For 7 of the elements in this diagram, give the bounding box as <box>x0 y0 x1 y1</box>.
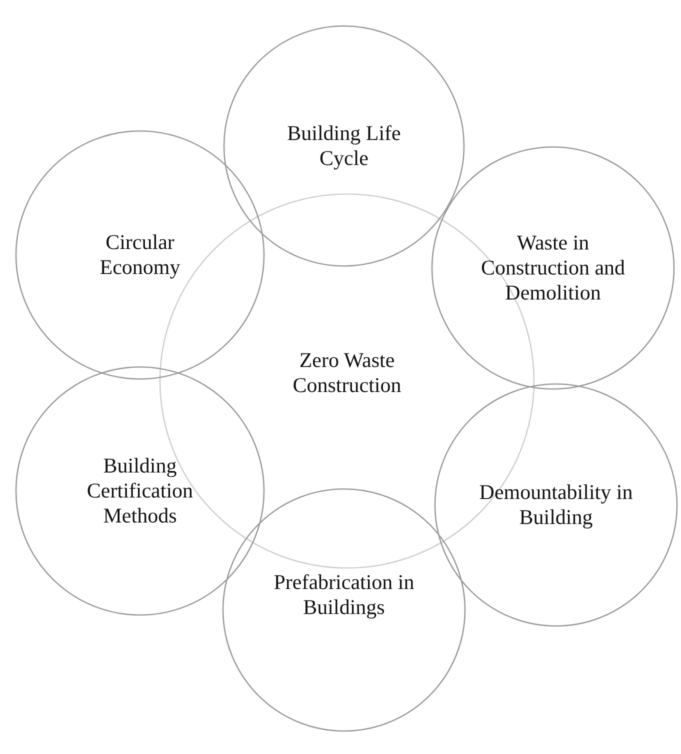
circle-label: Demountability in Building <box>478 480 634 530</box>
circle-label: Zero Waste Construction <box>292 348 402 398</box>
circle-label: Circular Economy <box>98 230 182 280</box>
circle-label: Building Life Cycle <box>286 121 402 171</box>
circle-label: Prefabrication in Buildings <box>272 570 416 620</box>
circle-label: Waste in Construction and Demolition <box>480 230 626 306</box>
circle-label: Building Certification Methods <box>86 454 194 528</box>
